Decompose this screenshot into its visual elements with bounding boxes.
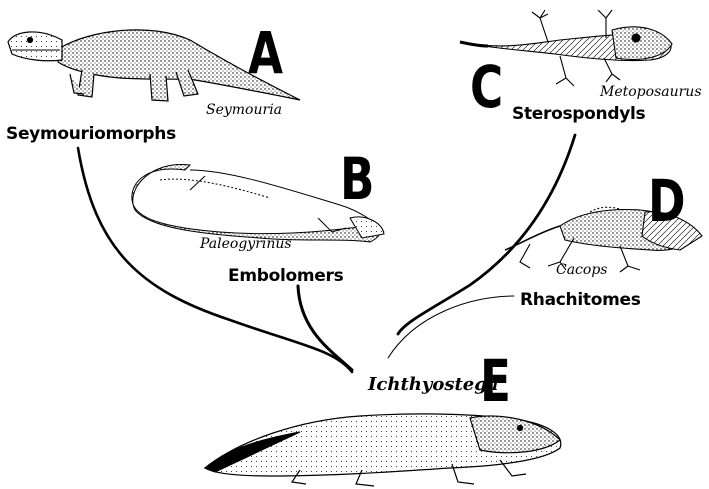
genus-label-ichthyostega: Ichthyostega <box>368 374 498 395</box>
genus-label-metoposaurus: Metoposaurus <box>600 84 702 100</box>
genus-label-paleogyrinus: Paleogyrinus <box>200 236 292 252</box>
group-label-sterospondyls: Sterospondyls <box>512 104 645 124</box>
panel-letter-c: C <box>470 58 503 116</box>
panel-letter-d: D <box>648 172 686 230</box>
ichthyostega-illustration <box>205 414 561 486</box>
branch-line-embolomers <box>298 286 352 370</box>
branch-line-seymouriomorphs <box>78 148 352 372</box>
panel-letter-a: A <box>248 24 283 82</box>
genus-label-seymouria: Seymouria <box>206 102 282 118</box>
group-label-rhachitomes: Rhachitomes <box>520 290 641 310</box>
group-label-embolomers: Embolomers <box>228 266 343 286</box>
panel-letter-b: B <box>340 150 374 208</box>
genus-label-cacops: Cacops <box>556 262 607 278</box>
branch-lines <box>78 135 575 372</box>
group-label-seymouriomorphs: Seymouriomorphs <box>6 124 176 144</box>
